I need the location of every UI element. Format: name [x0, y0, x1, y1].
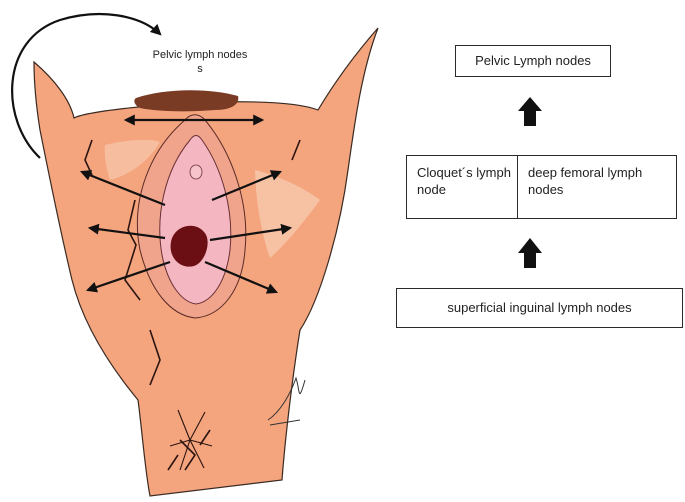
illustration-label-line1: Pelvic lymph nodes	[120, 48, 280, 62]
clitoris	[190, 165, 202, 179]
deep-femoral-nodes-box: deep femoral lymph nodes	[517, 155, 677, 219]
cloquet-lymph-node-text: Cloquet´s lymph node	[417, 165, 511, 197]
pelvic-lymph-nodes-text: Pelvic Lymph nodes	[475, 53, 591, 68]
flow-arrow-up-top	[518, 97, 542, 126]
deep-femoral-nodes-text: deep femoral lymph nodes	[528, 165, 642, 197]
superficial-inguinal-nodes-box: superficial inguinal lymph nodes	[396, 288, 683, 328]
cloquet-lymph-node-box: Cloquet´s lymph node	[406, 155, 518, 219]
pubic-hair	[134, 90, 238, 111]
illustration-label-line2: s	[120, 62, 280, 76]
illustration-label: Pelvic lymph nodes s	[120, 48, 280, 76]
superficial-inguinal-nodes-text: superficial inguinal lymph nodes	[447, 300, 631, 315]
flow-arrow-up-bottom	[518, 238, 542, 268]
pelvic-lymph-nodes-box: Pelvic Lymph nodes	[455, 45, 611, 77]
